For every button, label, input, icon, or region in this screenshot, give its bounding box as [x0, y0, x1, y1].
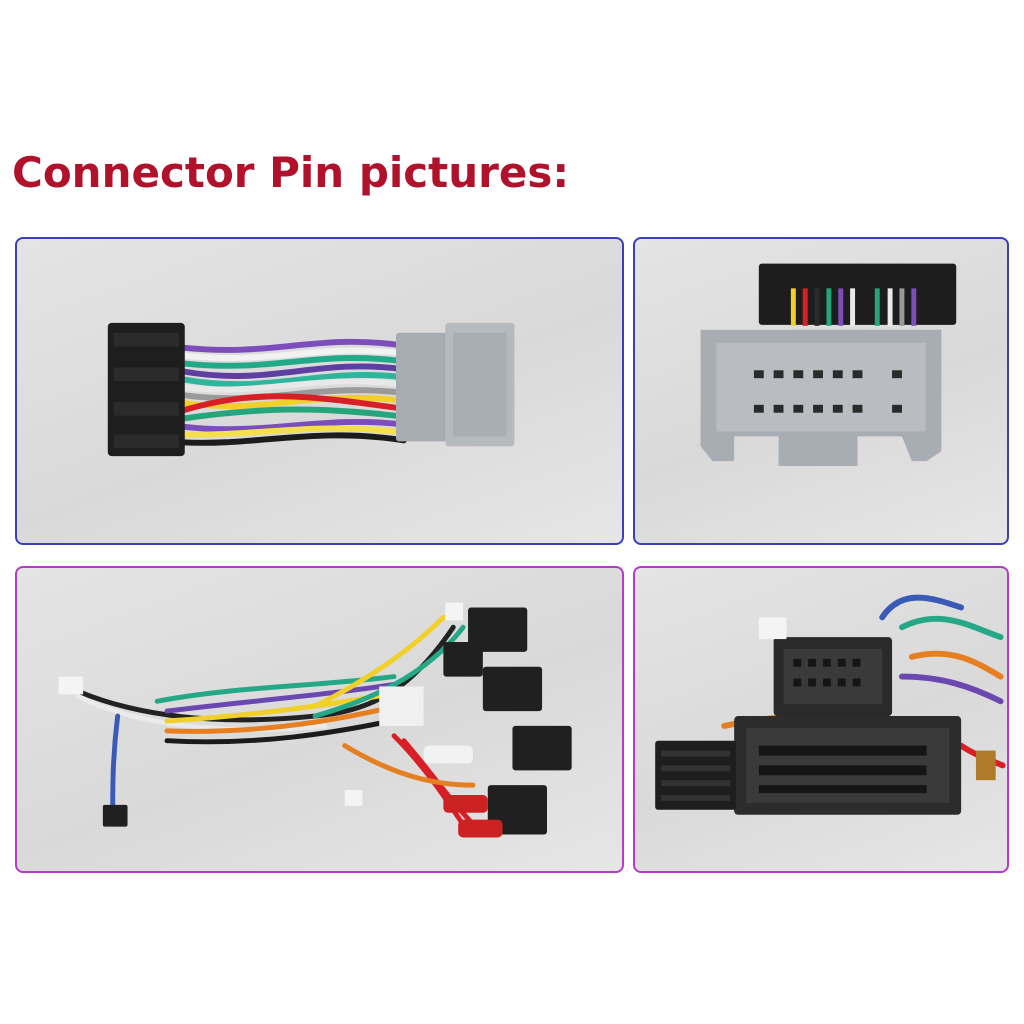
full-harness-image — [58, 602, 572, 838]
photo-connector-closeup — [633, 566, 1009, 873]
connector-pin-face-image — [700, 263, 957, 467]
photo-connector-pin-face — [633, 237, 1009, 545]
connector-closeup-image — [655, 594, 1006, 815]
page-title: Connector Pin pictures: — [12, 148, 570, 197]
photo-harness-adapter — [15, 237, 624, 545]
photo-full-harness — [15, 566, 624, 873]
harness-adapter-image — [107, 322, 515, 457]
